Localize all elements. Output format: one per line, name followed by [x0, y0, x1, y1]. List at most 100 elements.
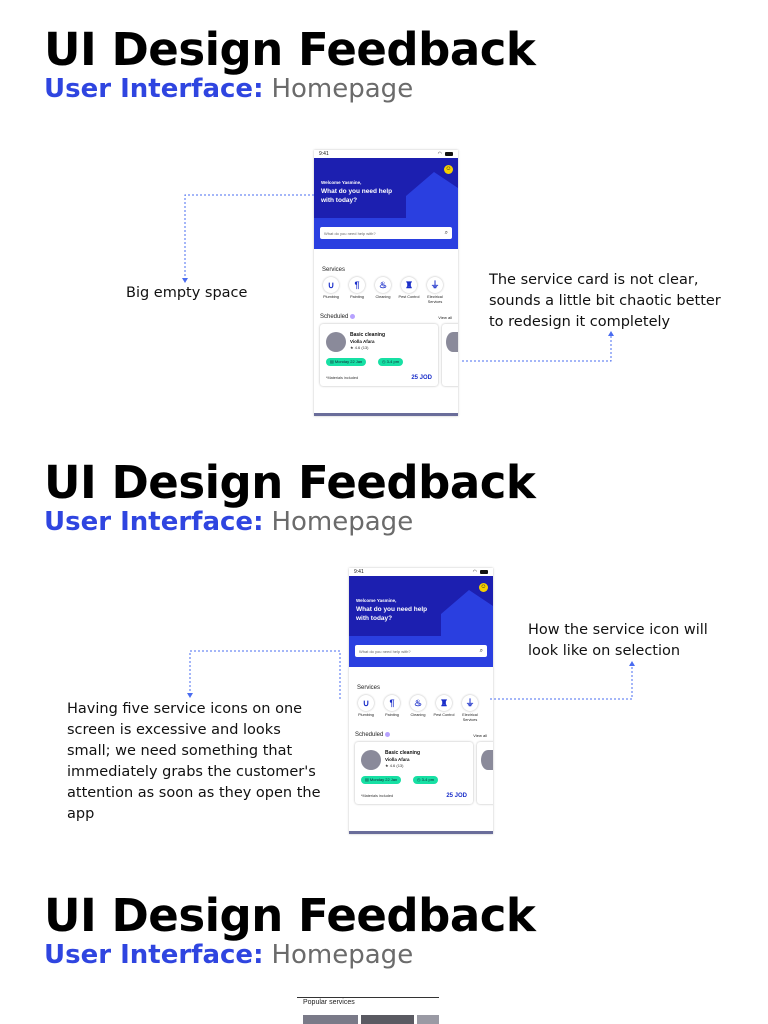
clock-icon: ◷ — [382, 359, 387, 365]
phone-mockup: 9:41 ◠ ☺ Welcome Yasmine, What do you ne… — [349, 568, 493, 834]
subtitle-accent: User Interface: — [44, 940, 264, 970]
service-thumbnail[interactable] — [417, 1015, 439, 1024]
cleaning-icon: ♨ — [410, 695, 426, 711]
welcome-text: Welcome Yasmine, — [356, 598, 397, 603]
scheduled-label: Scheduled — [355, 732, 384, 739]
service-electrical[interactable]: ⏚Electrical Services — [459, 695, 481, 722]
service-thumbnail[interactable] — [303, 1015, 358, 1024]
section-title: UI Design Feedback — [44, 456, 536, 509]
search-placeholder: What do you need help with? — [359, 648, 411, 654]
service-card[interactable]: Basic cleaning Violla Afara ★ 4.6 (13) ▤… — [355, 742, 473, 805]
image-strip — [314, 413, 458, 416]
provider-avatar — [446, 332, 458, 353]
view-all-link[interactable]: View all — [438, 314, 452, 320]
status-bar: 9:41 ◠ — [349, 568, 493, 576]
service-pest-control[interactable]: ♜Pest Control — [398, 277, 420, 304]
search-icon[interactable]: ⌕ — [479, 647, 483, 654]
service-card[interactable]: Basic cleaning Violla Afara ★ 4.6 (13) ▤… — [320, 324, 438, 387]
hero-banner: ☺ Welcome Yasmine, What do you need help… — [349, 576, 493, 667]
clock-icon: ◷ — [417, 777, 422, 783]
status-bar: 9:41 ◠ — [314, 150, 458, 158]
note-service-icon-selection: How the service icon will look like on s… — [528, 622, 708, 659]
feedback-section-1: UI Design Feedback User Interface:Homepa… — [0, 0, 768, 433]
subtitle-rest: Homepage — [271, 507, 414, 537]
hero-banner: ☺ Welcome Yasmine, What do you need help… — [314, 158, 458, 249]
cleaning-icon: ♨ — [375, 277, 391, 293]
service-cleaning[interactable]: ♨Cleaning — [407, 695, 429, 722]
avatar[interactable]: ☺ — [479, 583, 488, 592]
plug-icon: ⏚ — [462, 695, 478, 711]
service-card-peek[interactable] — [442, 324, 458, 387]
service-pest-control[interactable]: ♜Pest Control — [433, 695, 455, 722]
annotation-connectors — [182, 194, 614, 362]
time-pill: ◷ 3-4 pm — [413, 776, 439, 785]
provider-avatar — [481, 750, 493, 771]
calendar-icon: ▤ — [365, 777, 370, 783]
status-time: 9:41 — [354, 569, 364, 575]
pipe-icon: ∪ — [323, 277, 339, 293]
provider-avatar — [361, 750, 381, 771]
spray-icon: ♜ — [436, 695, 452, 711]
service-card-peek[interactable] — [477, 742, 493, 805]
hero-question: What do you need help with today? — [356, 606, 428, 622]
popular-services-label: Popular services — [303, 999, 355, 1006]
spray-icon: ♜ — [401, 277, 417, 293]
service-painting[interactable]: ¶Painting — [346, 277, 368, 304]
provider-name: Violla Afara — [385, 757, 410, 763]
search-input[interactable]: What do you need help with? ⌕ — [355, 645, 487, 657]
service-electrical[interactable]: ⏚Electrical Services — [424, 277, 446, 304]
count-badge — [385, 732, 391, 737]
section-title: UI Design Feedback — [44, 889, 536, 942]
phone-mockup: 9:41 ◠ ☺ Welcome Yasmine, What do you ne… — [314, 150, 458, 416]
hero-house-shape — [349, 576, 493, 667]
section-subtitle: User Interface:Homepage — [44, 509, 413, 535]
section-subtitle: User Interface:Homepage — [44, 942, 413, 968]
feedback-section-2: UI Design Feedback User Interface:Homepa… — [0, 433, 768, 866]
service-plumbing[interactable]: ∪Plumbing — [355, 695, 377, 722]
paint-roller-icon: ¶ — [349, 277, 365, 293]
section-title: UI Design Feedback — [44, 23, 536, 76]
services-label: Services — [357, 685, 381, 691]
hero-house-shape — [314, 158, 458, 249]
search-icon[interactable]: ⌕ — [444, 229, 448, 236]
plug-icon: ⏚ — [427, 277, 443, 293]
services-row: ∪Plumbing ¶Painting ♨Cleaning ♜Pest Cont… — [320, 277, 458, 304]
pipe-icon: ∪ — [358, 695, 374, 711]
hero-question: What do you need help with today? — [321, 188, 393, 204]
search-placeholder: What do you need help with? — [324, 230, 376, 236]
annotation-connectors — [187, 650, 635, 700]
service-painting[interactable]: ¶Painting — [381, 695, 403, 722]
wifi-icon: ◠ — [437, 151, 442, 157]
scheduled-header: Scheduled View all — [355, 732, 487, 738]
provider-rating: ★ 4.6 (13) — [350, 345, 369, 351]
service-plumbing[interactable]: ∪Plumbing — [320, 277, 342, 304]
note-big-empty-space: Big empty space — [126, 285, 248, 301]
view-all-link[interactable]: View all — [473, 732, 487, 738]
subtitle-rest: Homepage — [271, 940, 414, 970]
wifi-icon: ◠ — [472, 569, 477, 575]
section-subtitle: User Interface:Homepage — [44, 76, 413, 102]
materials-note: *Materials included — [326, 376, 359, 381]
date-pill: ▤ Monday 22 Jan — [326, 358, 367, 367]
service-thumbnail[interactable] — [361, 1015, 414, 1024]
welcome-text: Welcome Yasmine, — [321, 180, 362, 185]
card-price: 25 JOD — [446, 793, 467, 800]
image-strip — [349, 831, 493, 834]
card-title: Basic cleaning — [350, 332, 386, 339]
avatar[interactable]: ☺ — [444, 165, 453, 174]
time-pill: ◷ 3-4 pm — [378, 358, 404, 367]
count-badge — [350, 314, 356, 319]
calendar-icon: ▤ — [330, 359, 335, 365]
scheduled-label: Scheduled — [320, 314, 349, 321]
provider-name: Violla Afara — [350, 339, 375, 345]
status-time: 9:41 — [319, 151, 329, 157]
date-pill: ▤ Monday 22 Jan — [361, 776, 402, 785]
feedback-section-3: UI Design Feedback User Interface:Homepa… — [0, 866, 768, 1024]
service-cleaning[interactable]: ♨Cleaning — [372, 277, 394, 304]
note-service-card: The service card is not clear, sounds a … — [489, 272, 721, 330]
subtitle-accent: User Interface: — [44, 507, 264, 537]
battery-icon — [480, 570, 488, 574]
card-price: 25 JOD — [411, 375, 432, 382]
subtitle-rest: Homepage — [271, 74, 414, 104]
search-input[interactable]: What do you need help with? ⌕ — [320, 227, 452, 239]
